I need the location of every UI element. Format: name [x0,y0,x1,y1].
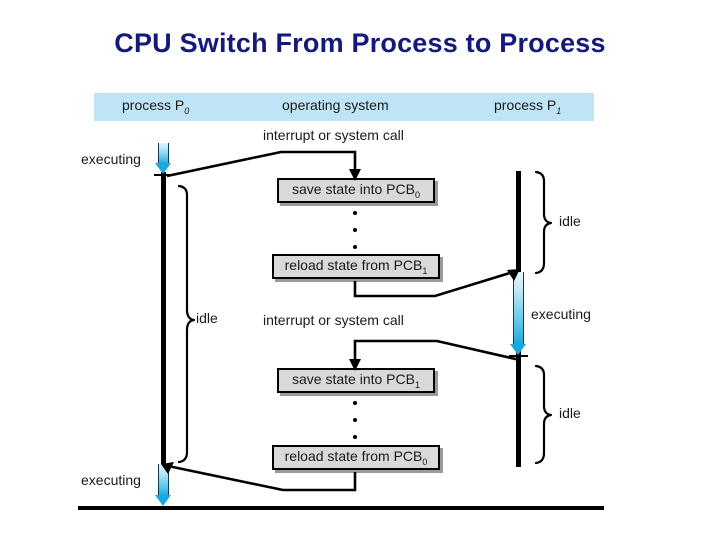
process-p0-lifeline [161,172,166,467]
box-save-state-pcb1: save state into PCB1 [277,368,435,393]
page-title: CPU Switch From Process to Process [114,28,606,58]
connector-reload0-to-p0 [167,464,357,492]
ellipsis-dots-upper [353,211,358,262]
executing-arrow-bottom-left [155,464,171,508]
header-label-operating-system: operating system [282,97,389,113]
executing-arrow-right [509,272,528,357]
state-label-executing-top-left: executing [81,151,141,167]
arrowhead-into-p1 [507,269,520,281]
executing-arrow-top-left [154,143,173,176]
event-label-interrupt-2: interrupt or system call [263,312,404,328]
arrowhead-into-save0 [349,169,361,181]
header-label-process-p0: process P0 [122,97,190,116]
baseline-rule [78,506,604,510]
box-reload-state-pcb1: reload state from PCB1 [272,254,440,279]
brace-idle-right-top [534,170,553,275]
state-label-executing-bottom-left: executing [81,472,141,488]
state-label-idle-right-bottom: idle [559,405,581,421]
connector-reload1-to-p1 [353,270,514,298]
event-label-interrupt-1: interrupt or system call [263,127,404,143]
header-label-process-p1: process P1 [494,97,562,116]
brace-idle-left [177,184,196,464]
state-label-executing-right: executing [531,306,591,322]
arrowhead-into-p0 [161,462,174,474]
state-label-idle-left: idle [196,310,218,326]
connector-p0-to-save0 [166,150,357,178]
diagram-header-band: process P0 operating system process P1 [94,93,594,121]
connector-p1-to-save1 [353,339,521,364]
state-label-idle-right-top: idle [559,213,581,229]
ellipsis-dots-lower [353,401,358,452]
arrowhead-into-save1 [349,359,361,371]
box-reload-state-pcb0: reload state from PCB0 [272,445,440,470]
brace-idle-right-bottom [534,364,553,465]
